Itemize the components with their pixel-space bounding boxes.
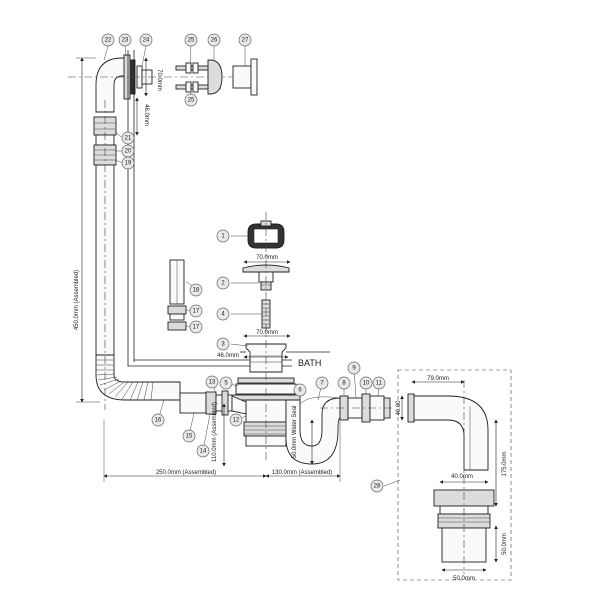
- callout-number: 11: [376, 381, 383, 387]
- dim-50-seal: 50.0mm Water Seal: [292, 406, 298, 459]
- callout-number: 9: [352, 366, 356, 372]
- callout-16: 16: [151, 413, 165, 427]
- callout-number: 17: [193, 309, 200, 315]
- callout-number: 6: [298, 388, 302, 394]
- dim-50-vert: 50.0mm: [502, 533, 508, 555]
- dim-79: 79.0mm: [427, 376, 449, 382]
- callout-number: 8: [342, 381, 346, 387]
- trap: [285, 393, 392, 465]
- callout-21: 21: [121, 131, 135, 145]
- dim-250: 250.0mm (Assembled): [156, 470, 216, 476]
- callout-number: 25: [188, 38, 195, 44]
- callout-number: 18: [193, 288, 200, 294]
- dim-50-horiz: 50.0mm: [453, 576, 475, 582]
- dim-130: 130.0mm (Assembled): [272, 470, 332, 476]
- callout-6: 6: [293, 383, 307, 397]
- callout-1: 1: [216, 229, 230, 243]
- callout-number: 15: [186, 434, 193, 440]
- callout-number: 28: [374, 484, 381, 490]
- dim-110: 110.0mm (Assembled): [212, 402, 218, 462]
- callout-number: 7: [320, 381, 324, 387]
- callout-4: 4: [216, 307, 230, 321]
- callout-24: 24: [139, 33, 153, 47]
- dim-70-plug: 70.0mm: [256, 255, 278, 261]
- callout-17: 17: [189, 304, 203, 318]
- callout-number: 17: [193, 325, 200, 331]
- callout-number: 14: [200, 449, 207, 455]
- callout-26: 26: [207, 33, 221, 47]
- callout-3: 3: [216, 337, 230, 351]
- callout-number: 4: [221, 312, 225, 318]
- callout-number: 10: [363, 381, 370, 387]
- screws: [175, 58, 258, 96]
- callout-28: 28: [370, 479, 384, 493]
- callout-10: 10: [359, 376, 373, 390]
- dim-175: 175.0mm: [502, 451, 508, 476]
- callout-25: 25: [184, 33, 198, 47]
- callout-18: 18: [189, 283, 203, 297]
- callout-20: 20: [121, 144, 135, 158]
- callout-number: 3: [221, 342, 225, 348]
- callout-5: 5: [219, 376, 233, 390]
- callout-27: 27: [238, 33, 252, 47]
- callout-number: 20: [125, 149, 132, 155]
- callout-9: 9: [347, 361, 361, 375]
- detail-box: [397, 369, 512, 581]
- side-connector: [179, 390, 247, 416]
- callout-number: 19: [125, 161, 132, 167]
- extension-parts: [167, 259, 187, 331]
- callout-number: 5: [224, 381, 228, 387]
- dim-40-vert: 40.00: [396, 400, 402, 416]
- callout-number: 27: [242, 38, 249, 44]
- callout-22: 22: [101, 33, 115, 47]
- callout-number: 26: [211, 38, 218, 44]
- callout-number: 13: [209, 380, 216, 386]
- callout-11: 11: [372, 376, 386, 390]
- callout-number: 1: [221, 234, 225, 240]
- dim-70-waste: 70.0mm: [256, 330, 278, 336]
- callout-number: 12: [233, 418, 240, 424]
- callout-number: 22: [105, 38, 112, 44]
- callout-8: 8: [337, 376, 351, 390]
- callout-7: 7: [315, 376, 329, 390]
- callout-14: 14: [196, 444, 210, 458]
- callout-12: 12: [229, 413, 243, 427]
- callout-number: 2: [221, 281, 225, 287]
- dim-46-vert: 46.0mm: [143, 104, 149, 126]
- callout-13: 13: [205, 375, 219, 389]
- callout-23: 23: [118, 33, 132, 47]
- callout-number: 24: [143, 38, 150, 44]
- callout-number: 25: [188, 98, 195, 104]
- callout-number: 16: [155, 418, 162, 424]
- dim-40-horiz: 40.0mm: [451, 474, 473, 480]
- dim-46-waste: 46.0mm: [217, 353, 239, 359]
- callout-number: 21: [125, 136, 132, 142]
- callout-17: 17: [189, 320, 203, 334]
- dim-70-top: 70.0mm: [156, 69, 162, 91]
- waste-assembly: [231, 212, 330, 462]
- dimension-lines: 70.0mm 46.0mm 450.0mm (Assembled) 70.0mm…: [74, 57, 508, 582]
- callout-15: 15: [182, 429, 196, 443]
- callout-2: 2: [216, 276, 230, 290]
- callout-19: 19: [121, 156, 135, 170]
- bath-label: BATH: [298, 358, 321, 368]
- callout-25: 25: [184, 93, 198, 107]
- callout-number: 23: [122, 38, 129, 44]
- dim-450: 450.0mm (Assembled): [74, 270, 80, 330]
